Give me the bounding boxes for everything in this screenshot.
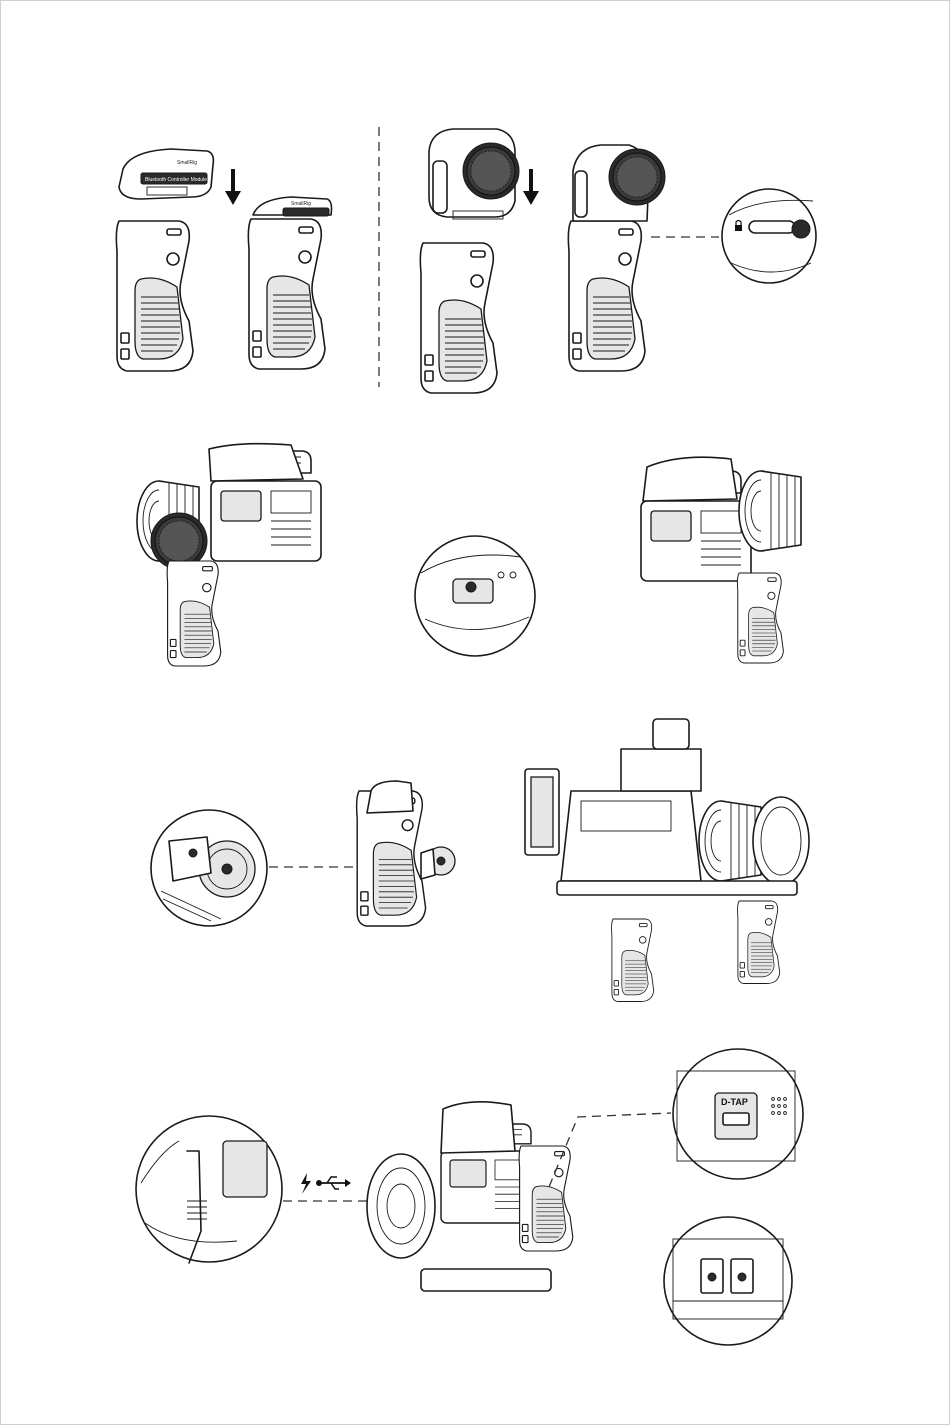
grip-with-rosette-adapter <box>357 781 455 926</box>
cinema-camera-rig-dual-grips <box>525 719 809 1002</box>
arrow-down-icon-2 <box>523 169 539 205</box>
module-label: Bluetooth Controller Module <box>145 177 207 183</box>
bluetooth-module: Bluetooth Controller Module SmallRig <box>119 149 213 199</box>
dtap-port-callout: D-TAP <box>673 1049 803 1179</box>
brand-label-2: SmallRig <box>291 201 311 207</box>
camera-cage-with-power-grip <box>367 1102 573 1291</box>
handle-grip-with-module: SmallRig <box>248 197 331 369</box>
step-3-mount-left-side <box>137 444 321 666</box>
step-2-attach-focus-wheel <box>420 129 816 393</box>
power-ports-callout <box>664 1217 792 1345</box>
mount-detail-callout <box>415 536 535 656</box>
step-1-attach-bluetooth-module: Bluetooth Controller Module SmallRig Sma… <box>116 149 331 371</box>
handle-grip-with-wheel <box>568 145 665 371</box>
lightning-bolt-icon <box>301 1173 311 1194</box>
dtap-label: D-TAP <box>721 1097 748 1107</box>
usb-cable-detail-callout <box>136 1116 282 1263</box>
handle-grip <box>116 221 193 371</box>
focus-wheel-module <box>429 129 519 219</box>
brand-label: SmallRig <box>177 160 197 166</box>
rosette-detail-callout <box>151 810 267 926</box>
arrow-down-icon <box>225 169 241 205</box>
step-3-mount-right-side <box>641 457 801 663</box>
handle-grip-2 <box>420 243 497 393</box>
lock-switch-callout <box>722 189 816 283</box>
usb-icon <box>316 1177 351 1189</box>
callout-line-dtap <box>577 1113 671 1117</box>
